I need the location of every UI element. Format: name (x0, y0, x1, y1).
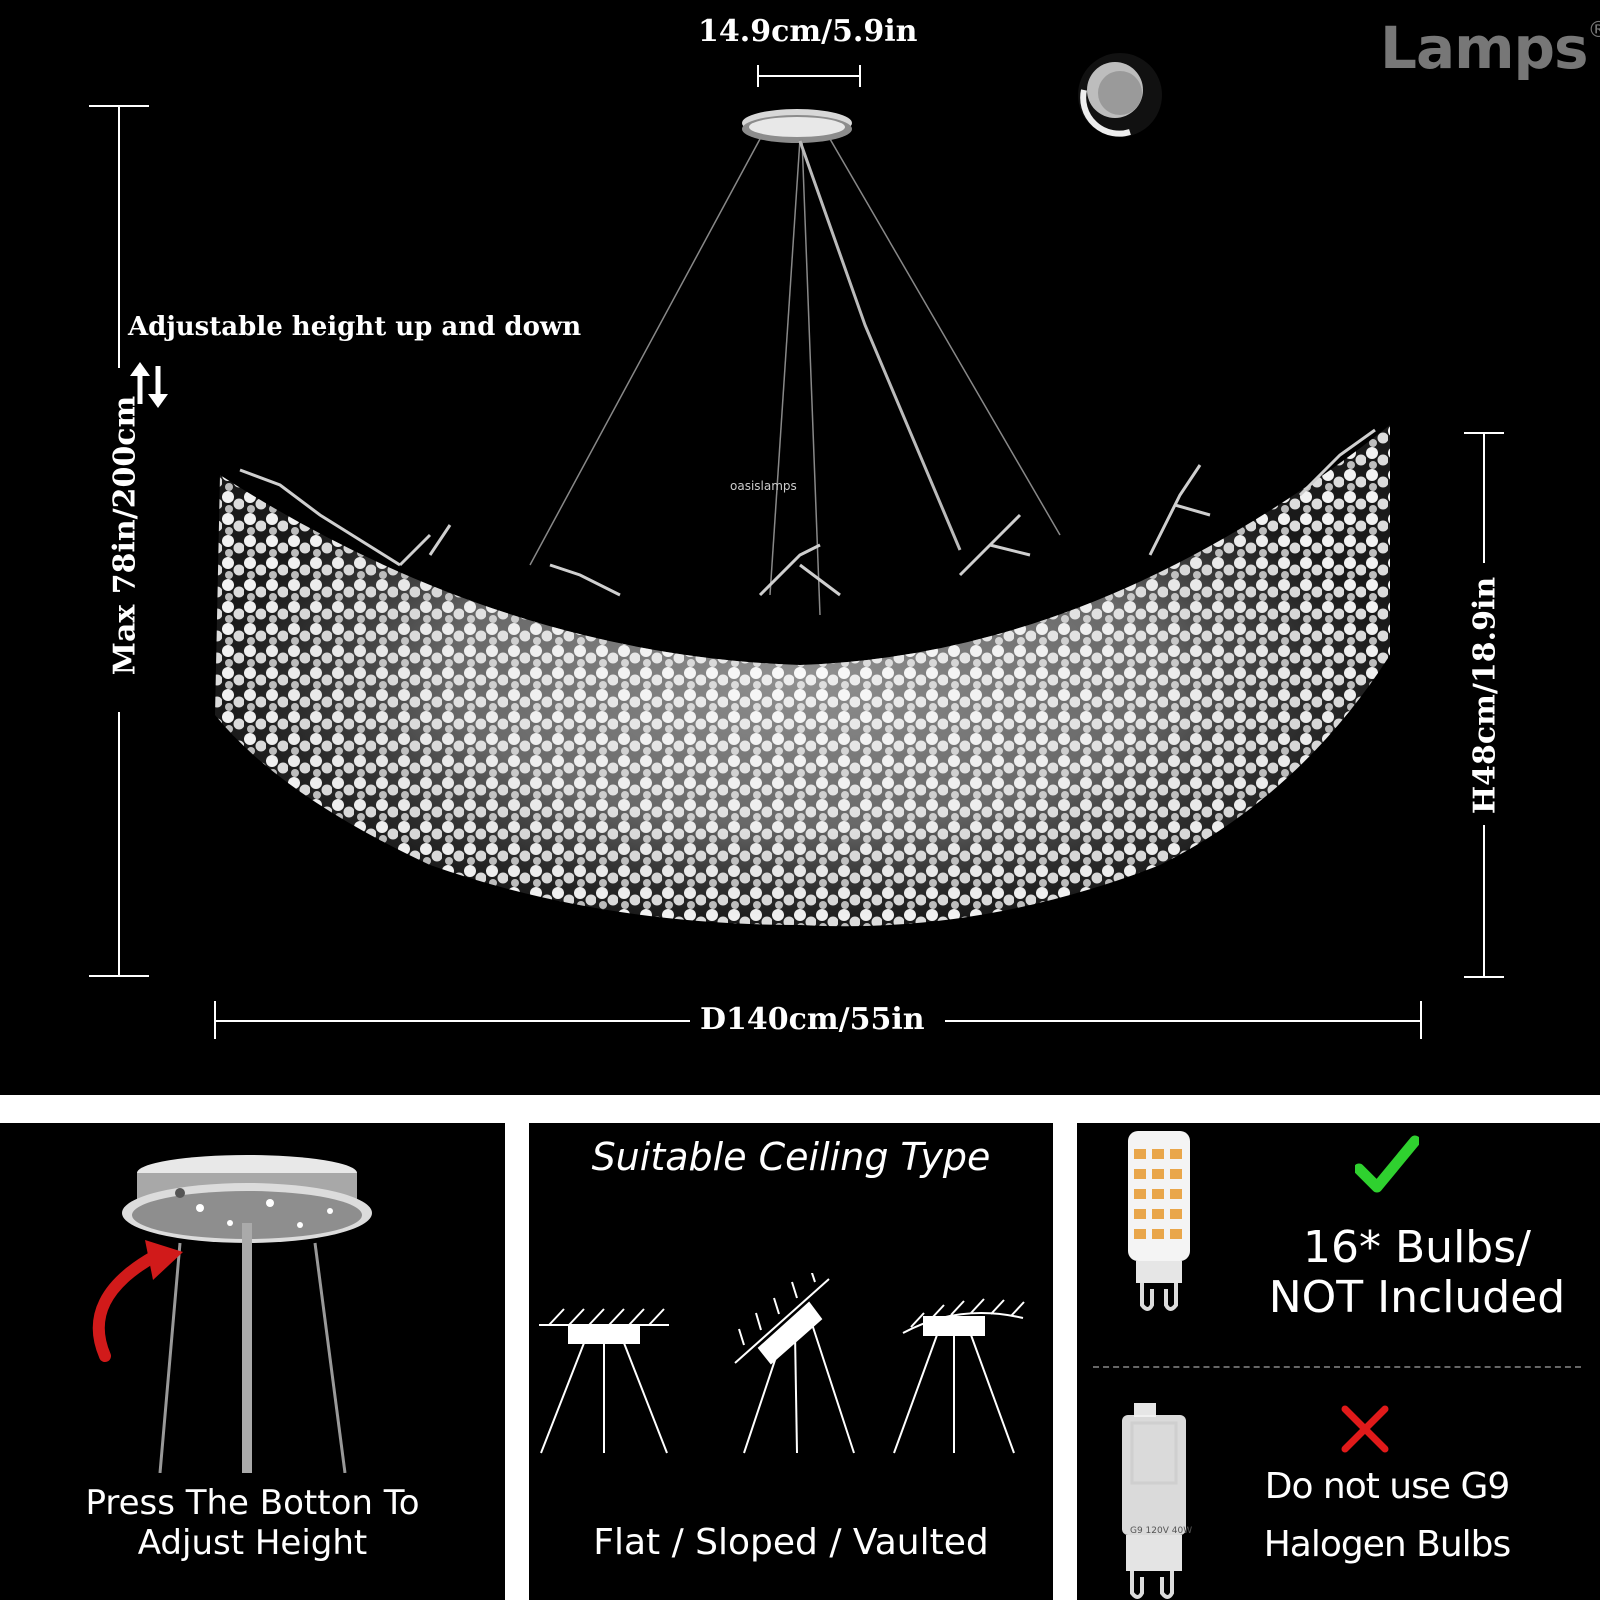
bulbs-panel: 16* Bulbs/ NOT Included G9 120V 40W Do n… (1077, 1123, 1600, 1600)
halogen-bulb-print: G9 120V 40W (1130, 1526, 1192, 1536)
brand-logo: Lamps® (1380, 14, 1600, 82)
panel-gap (505, 1123, 529, 1600)
product-dimension-area: Lamps® 14.9cm/5.9in Max 78in/200cm Adjus… (89, 14, 1600, 1039)
red-curved-arrow-icon (92, 1240, 183, 1362)
canopy-dimension-line (757, 65, 861, 87)
adjust-caption-line2: Adjust Height (137, 1523, 368, 1563)
ceiling-diagrams (539, 1273, 1025, 1454)
max-height-label: Max 78in/200cm (107, 395, 143, 676)
height-dimension-line (1464, 432, 1504, 978)
adjust-caption-line1: Press The Botton To (85, 1483, 420, 1523)
adjust-caption: Press The Botton To Adjust Height (0, 1483, 505, 1563)
height-label: H48cm/18.9in (1467, 576, 1503, 815)
diameter-label: D140cm/55in (700, 1002, 925, 1037)
halogen-warning: Do not use G9 Halogen Bulbs (1217, 1458, 1557, 1574)
max-height-dimension-line (89, 105, 149, 977)
sloped-ceiling-icon (734, 1273, 855, 1454)
dimmer-knob-icon (1078, 53, 1162, 137)
led-bulb-image (1128, 1131, 1190, 1311)
panel-gap (1053, 1123, 1077, 1600)
halogen-bulb-image: G9 120V 40W (1122, 1403, 1192, 1599)
ceiling-type-panel: Suitable Ceiling Type (529, 1123, 1053, 1600)
dashed-separator (1093, 1366, 1581, 1368)
bulbs-included-line1: 16* Bulbs/ (1303, 1222, 1531, 1273)
ceiling-type-caption: Flat / Sloped / Vaulted (593, 1522, 989, 1563)
adjust-height-panel: Press The Botton To Adjust Height (0, 1123, 505, 1600)
halogen-warning-line2: Halogen Bulbs (1263, 1524, 1512, 1565)
halogen-warning-line1: Do not use G9 (1264, 1466, 1511, 1507)
ceiling-type-title: Suitable Ceiling Type (591, 1135, 991, 1179)
brand-logo-text: Lamps (1380, 14, 1589, 82)
cross-icon (1341, 1405, 1389, 1453)
adjustable-height-note: Adjustable height up and down (128, 312, 582, 342)
vaulted-ceiling-icon (893, 1298, 1025, 1454)
diameter-dimension-line (214, 1001, 1422, 1039)
chandelier-image: oasislamps (215, 109, 1390, 927)
up-down-arrows-icon (130, 362, 168, 408)
canopy-closeup-image (122, 1155, 372, 1473)
section-divider (0, 1095, 1600, 1123)
flat-ceiling-icon (539, 1308, 669, 1454)
check-icon (1355, 1135, 1419, 1193)
bulbs-included-line2: NOT Included (1268, 1272, 1566, 1323)
bulbs-included-note: 16* Bulbs/ NOT Included (1237, 1223, 1597, 1323)
svg-text:oasislamps: oasislamps (730, 479, 797, 493)
registered-mark: ® (1587, 18, 1600, 43)
canopy-dimension-label: 14.9cm/5.9in (698, 14, 918, 49)
